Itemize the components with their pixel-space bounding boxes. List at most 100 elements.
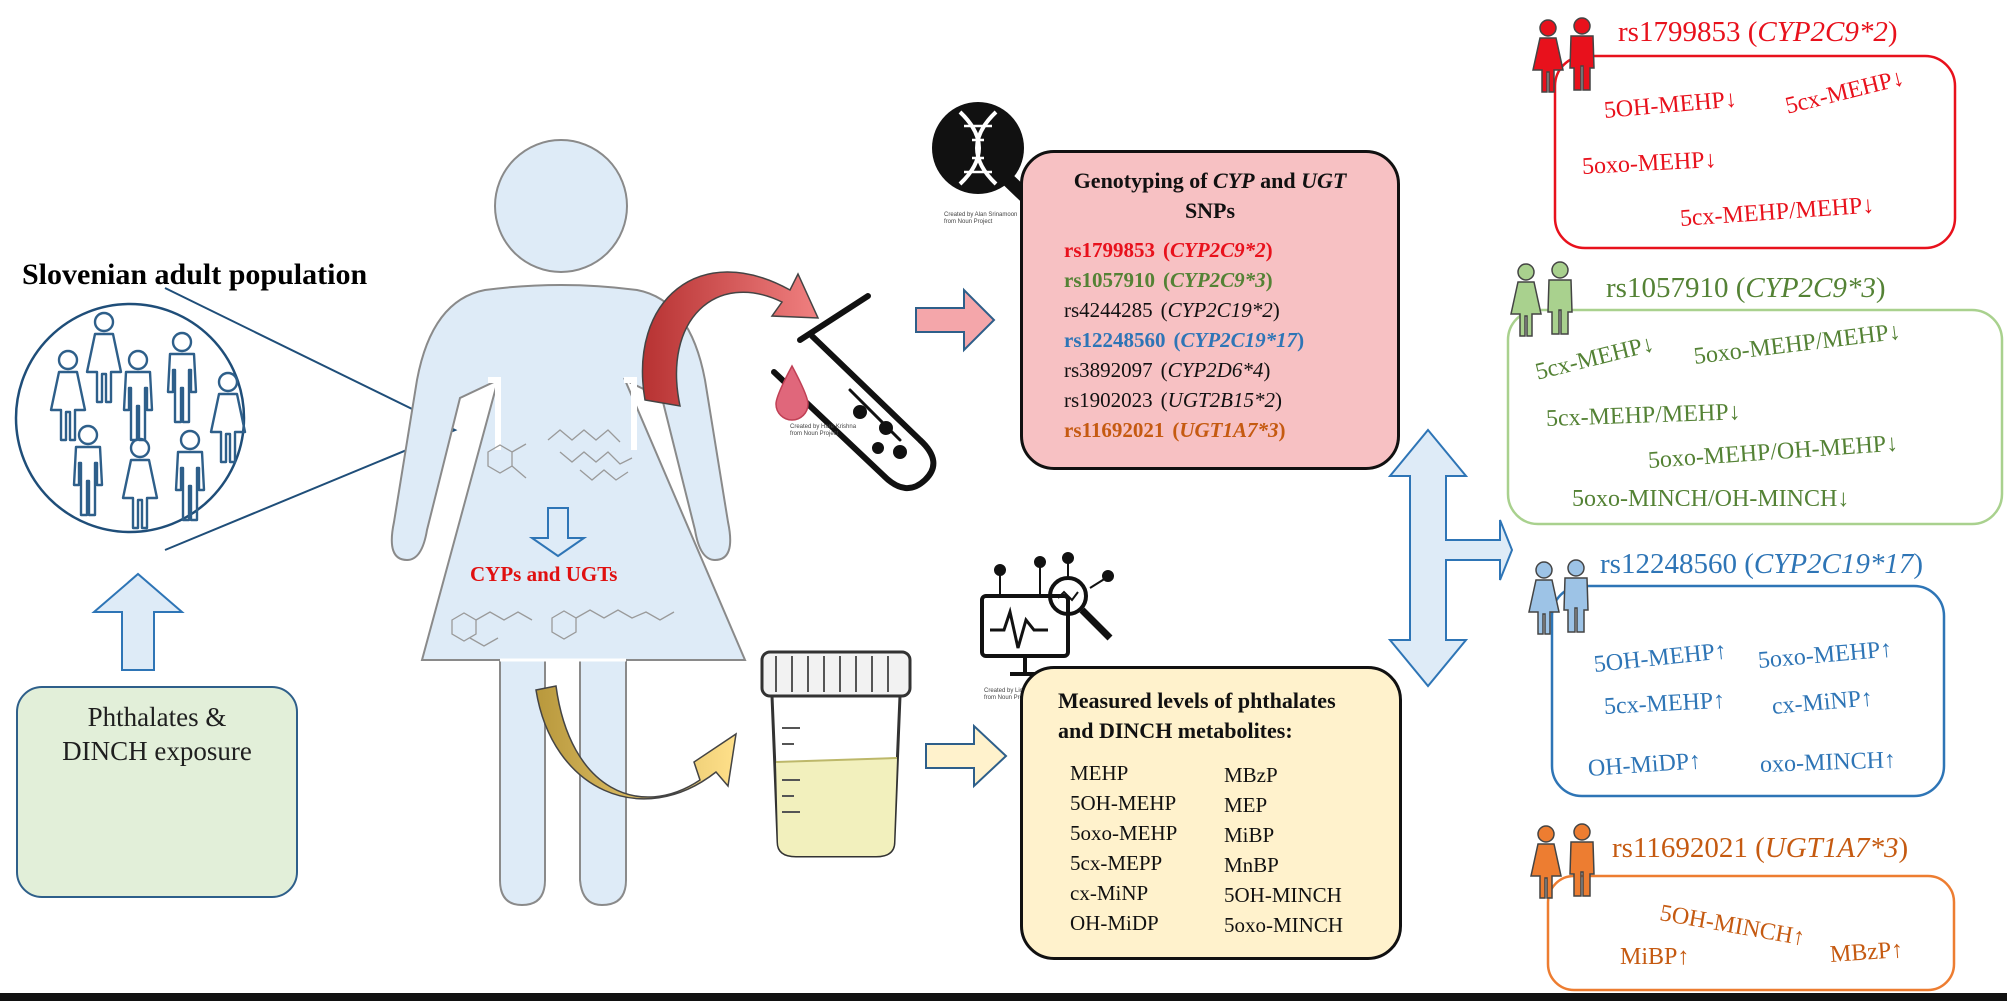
snp-id: rs1902023 — [1064, 388, 1153, 412]
molecule-sketches — [451, 429, 675, 647]
population-circle — [14, 287, 458, 551]
result-metabolite: MiBP↑ — [1620, 944, 1690, 970]
paren: ( — [1740, 16, 1758, 48]
paren: ( — [1160, 298, 1168, 322]
exposure-line-1: Phthalates & — [87, 702, 227, 732]
result-gene: CYP2C19*17 — [1753, 548, 1914, 580]
genotyping-title: Genotyping of CYP and UGT SNPs — [1040, 166, 1380, 226]
bottom-border — [0, 993, 2007, 1001]
metabolite-item: 5oxo-MEHP — [1070, 821, 1178, 845]
measured-title-line: Measured levels of phthalates — [1058, 688, 1336, 713]
result-snp-id: rs1799853 — [1618, 16, 1741, 48]
credit-line: from Noun Project — [984, 695, 1033, 701]
result-gene: UGT1A7*3 — [1764, 832, 1899, 864]
metabolite-item: 5oxo-MINCH — [1224, 913, 1343, 937]
snp-item: rs3892097(CYP2D6*4) — [1064, 358, 1270, 383]
population-title: Slovenian adult population — [22, 258, 368, 291]
metabolite-item: 5OH-MINCH — [1224, 883, 1342, 907]
paren: ( — [1163, 238, 1170, 262]
metabolite-item: cx-MiNP — [1070, 881, 1149, 905]
metabolite-item: 5cx-MEPP — [1070, 851, 1163, 875]
snp-gene: CYP2C9*3 — [1170, 268, 1266, 292]
paren: ( — [1728, 272, 1746, 304]
metabolite-item: MiBP — [1224, 823, 1275, 847]
result-metabolite: 5oxo-MINCH/OH-MINCH↓ — [1572, 486, 1850, 512]
blood-drop-icon — [775, 364, 809, 421]
result-title: rs12248560 (CYP2C19*17) — [1600, 548, 1923, 581]
result-metabolite: MBzP↑ — [1829, 936, 1905, 968]
test-tube-credit: Created by Hare Krishna from Noun Projec… — [790, 424, 856, 438]
snp-gene: UGT2B15*2 — [1167, 388, 1276, 412]
result-title: rs1057910 (CYP2C9*3) — [1606, 272, 1886, 305]
exposure-up-arrow — [91, 572, 185, 671]
genotyping-arrow — [915, 287, 996, 353]
result-title: rs11692021 (UGT1A7*3) — [1612, 832, 1908, 865]
metabolite-item: MBzP — [1224, 763, 1278, 787]
enzymes-label: CYPs and UGTs — [470, 562, 618, 586]
snp-gene: CYP2C9*2 — [1170, 238, 1266, 262]
snp-item: rs1902023 (UGT2B15*2) — [1064, 388, 1282, 413]
result-box-frame — [1506, 308, 2004, 526]
paren: ) — [1297, 328, 1305, 352]
paren: ) — [1913, 548, 1924, 580]
title-part: and — [1254, 168, 1302, 193]
result-gene: CYP2C9*3 — [1745, 272, 1876, 304]
paren: ) — [1265, 268, 1273, 292]
snp-item: rs11692021 (UGT1A7*3) — [1064, 418, 1286, 443]
result-snp-id: rs1057910 — [1606, 272, 1729, 304]
paren: ) — [1278, 418, 1286, 442]
paren: ( — [1173, 328, 1181, 352]
metabolite-item: MEHP — [1070, 761, 1129, 785]
paren: ) — [1265, 238, 1273, 262]
result-snp-id: rs12248560 — [1600, 548, 1737, 580]
paren: ( — [1160, 358, 1168, 382]
snp-id: rs1057910 — [1064, 268, 1155, 292]
urine-cup-icon — [760, 650, 912, 858]
title-part: SNPs — [1184, 198, 1236, 223]
result-box-frame — [1546, 874, 1956, 992]
title-part: CYP — [1213, 168, 1255, 193]
measured-arrow — [925, 723, 1008, 789]
snp-id: rs12248560 — [1064, 328, 1166, 352]
result-title: rs1799853 (CYP2C9*2) — [1618, 16, 1898, 49]
snp-item: rs12248560 (CYP2C19*17) — [1064, 328, 1304, 353]
paren: ( — [1160, 388, 1168, 412]
body-down-arrow — [528, 507, 588, 558]
result-box-frame — [1553, 54, 1957, 250]
cross-block-arrow — [1387, 428, 1514, 688]
genotyping-box — [1020, 150, 1400, 470]
credit-line: Created by Hare Krishna — [790, 424, 857, 430]
blood-curved-arrow — [641, 271, 820, 407]
snp-gene: UGT1A7*3 — [1179, 418, 1279, 442]
dna-credit: Created by Alan Srinamoon from Noun Proj… — [944, 212, 1017, 226]
paren: ( — [1172, 418, 1180, 442]
paren: ) — [1898, 832, 1909, 864]
measured-title: Measured levels of phthalates and DINCH … — [1058, 686, 1378, 746]
paren: ( — [1163, 268, 1170, 292]
metabolite-item: MnBP — [1224, 853, 1279, 877]
exposure-box — [16, 686, 298, 898]
snp-gene: CYP2C19*17 — [1180, 328, 1298, 352]
paren: ) — [1275, 388, 1283, 412]
paren: ( — [1736, 548, 1754, 580]
credit-line: from Noun Project — [944, 219, 993, 225]
metabolite-column-2: MBzP MEP MiBP MnBP 5OH-MINCH 5oxo-MINCH — [1224, 760, 1343, 940]
result-gene: CYP2C9*2 — [1757, 16, 1888, 48]
metabolite-item: MEP — [1224, 793, 1268, 817]
body-silhouette — [390, 139, 747, 907]
snp-item: rs1799853(CYP2C9*2) — [1064, 238, 1273, 263]
result-metabolite: oxo-MINCH↑ — [1759, 747, 1897, 778]
result-snp-id: rs11692021 — [1612, 832, 1748, 864]
snp-id: rs11692021 — [1064, 418, 1165, 442]
measured-title-line: and DINCH metabolites: — [1058, 718, 1293, 743]
credit-line: Created by Alan Srinamoon — [944, 212, 1018, 218]
paren: ) — [1263, 358, 1271, 382]
metabolite-item: 5OH-MEHP — [1070, 791, 1177, 815]
paren: ) — [1272, 298, 1280, 322]
metabolite-column-1: MEHP 5OH-MEHP 5oxo-MEHP 5cx-MEPP cx-MiNP OH-M… — [1070, 758, 1177, 938]
test-tube-icon — [771, 293, 937, 491]
snp-id: rs3892097 — [1064, 358, 1153, 382]
metabolite-item: OH-MiDP — [1070, 911, 1159, 935]
paren: ) — [1887, 16, 1898, 48]
